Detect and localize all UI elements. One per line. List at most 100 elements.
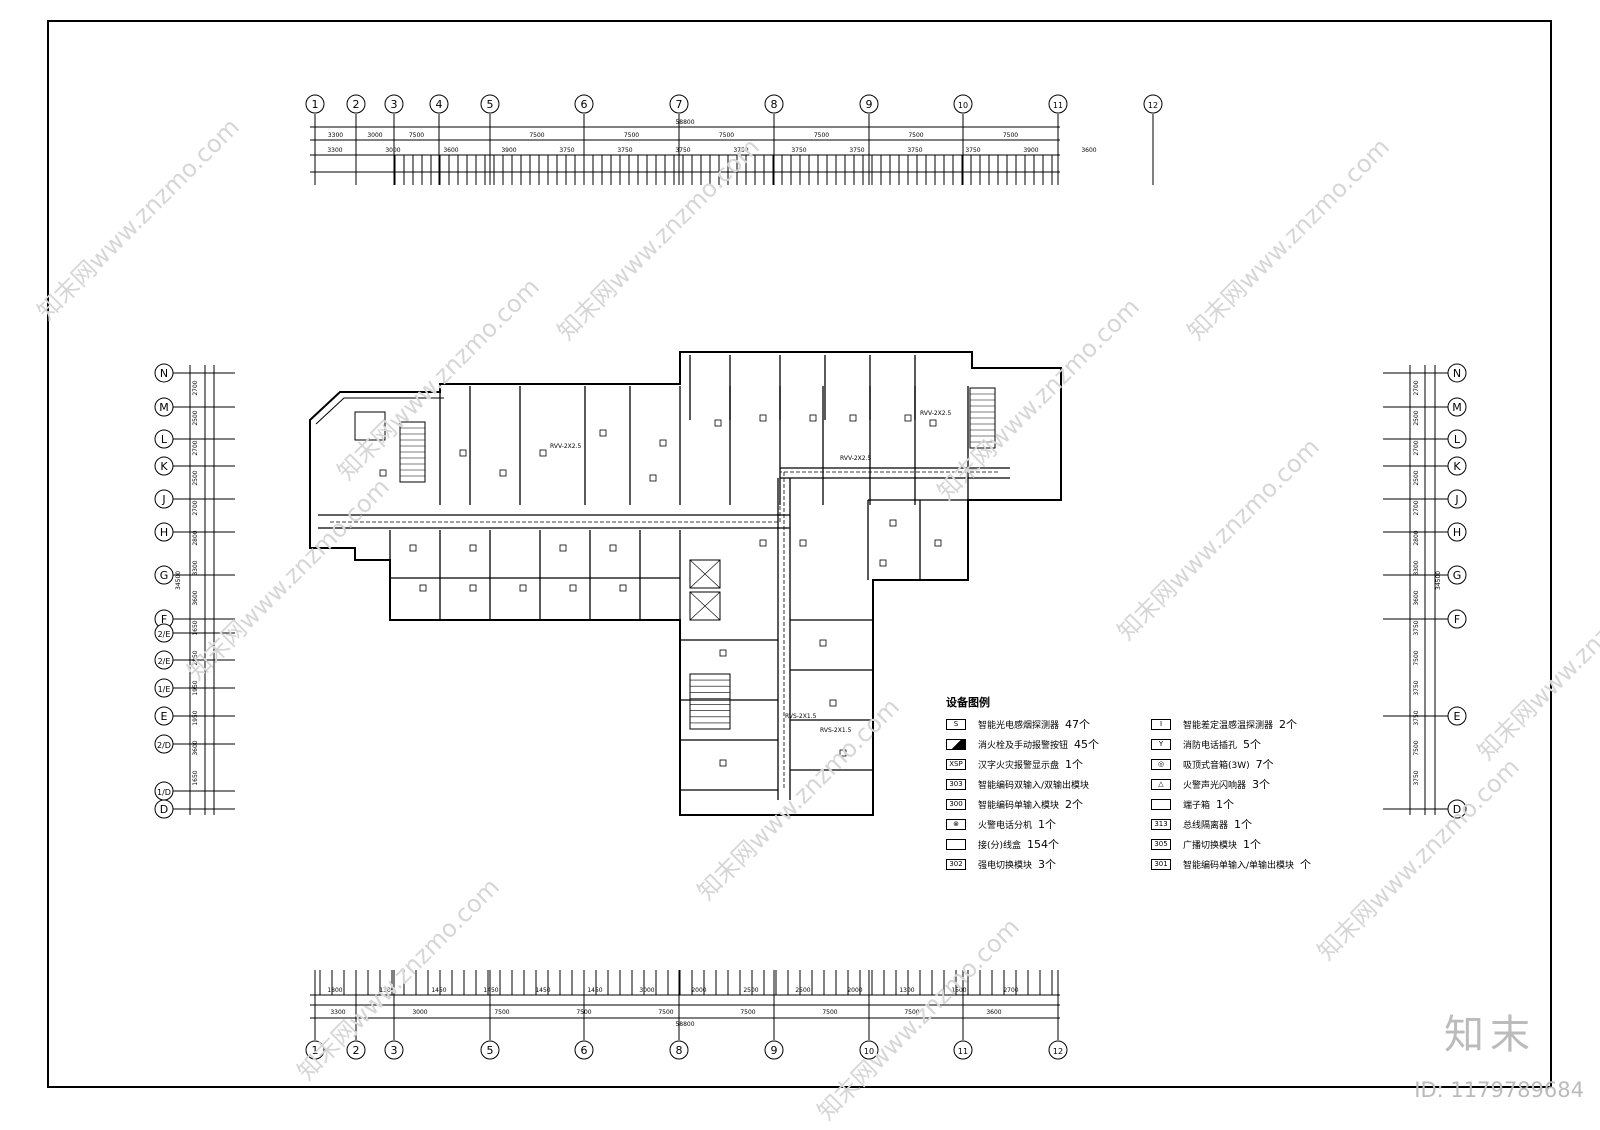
axis-bubble-right-H: H (1447, 522, 1467, 542)
dim-top-row1: 7500 (409, 132, 424, 139)
smoke-detector (649, 474, 657, 482)
smoke-detector (539, 449, 547, 457)
dim-left: 2500 (192, 410, 199, 425)
legend-symbol: I (1151, 718, 1171, 730)
legend-symbol (946, 738, 966, 750)
axis-bubble-right-N: N (1447, 363, 1467, 383)
smoke-detector (459, 449, 467, 457)
legend-name: 总线隔离器 (1183, 820, 1229, 831)
cable-label: RVV-2X2.5 (920, 410, 952, 417)
axis-label: J (1454, 493, 1458, 506)
dim-right: 7500 (1413, 650, 1420, 665)
legend-count: 47个 (1065, 718, 1091, 731)
legend-count: 2个 (1065, 798, 1084, 811)
dim-top-row2: 3900 (501, 147, 516, 154)
legend-name: 智能光电感烟探测器 (978, 720, 1060, 731)
smoke-detector (879, 559, 887, 567)
dim-bottom-row2: 1450 (431, 987, 446, 994)
axis-label: 2 (353, 1044, 360, 1057)
axis-bubble-left-N: N (154, 363, 174, 383)
axis-bubble-left-1/D: 1/D (154, 781, 174, 801)
dim-right: 2800 (1413, 530, 1420, 545)
legend-symbol: 300 (946, 798, 966, 810)
building-plan (309, 351, 1062, 816)
axis-bubble-right-F: F (1447, 609, 1467, 629)
axis-label: G (1453, 569, 1462, 582)
dim-left: 2700 (192, 380, 199, 395)
smoke-detector (819, 639, 827, 647)
dim-left: 2700 (192, 500, 199, 515)
dim-top-row1: 3300 (328, 132, 343, 139)
dim-left: 1950 (192, 710, 199, 725)
axis-bubble-left-M: M (154, 397, 174, 417)
stair-south (689, 673, 731, 730)
dim-left: 3600 (192, 740, 199, 755)
dim-right: 7500 (1413, 740, 1420, 755)
dim-bottom-row1: 7500 (494, 1009, 509, 1016)
axis-bubble-top-3: 3 (384, 94, 404, 114)
dim-bottom-row2: 1500 (951, 987, 966, 994)
legend-name: 智能编码单输入模块 (978, 800, 1060, 811)
dim-bottom-row2: 2000 (691, 987, 706, 994)
axis-bubble-top-9: 9 (859, 94, 879, 114)
smoke-detector (719, 759, 727, 767)
legend-title: 设备图例 (946, 696, 990, 709)
dim-top-row1: 7500 (908, 132, 923, 139)
legend-name: 火警电话分机 (978, 820, 1033, 831)
smoke-detector (714, 419, 722, 427)
legend-name: 强电切换模块 (978, 860, 1033, 871)
legend-count: 3个 (1252, 778, 1271, 791)
dim-bottom-row1: 3000 (412, 1009, 427, 1016)
axis-label: 10 (958, 101, 968, 110)
legend-symbol: 305 (1151, 838, 1171, 850)
axis-bubble-left-2/D: 2/D (154, 734, 174, 754)
axis-label: J (161, 493, 165, 506)
legend-item: ◎吸顶式音箱(3W)7个 (1151, 756, 1274, 772)
elevator-shaft (689, 559, 721, 589)
dim-right: 3750 (1413, 710, 1420, 725)
legend-count: 1个 (1243, 838, 1262, 851)
shaft-box (354, 411, 386, 441)
legend-count: 154个 (1027, 838, 1060, 851)
dim-bottom-row2: 1450 (535, 987, 550, 994)
cable-label: RVS-2X1.5 (820, 727, 852, 734)
axis-bubble-right-J: J (1447, 489, 1467, 509)
dim-bottom-row1: 7500 (822, 1009, 837, 1016)
elevator-shaft (689, 591, 721, 621)
smoke-detector (759, 539, 767, 547)
dim-bottom-row2: 2700 (1003, 987, 1018, 994)
axis-label: 4 (436, 98, 443, 111)
dim-top-row2: 3750 (733, 147, 748, 154)
axis-bubble-bottom-1: 1 (305, 1040, 325, 1060)
legend-name: 端子箱 (1183, 800, 1211, 811)
axis-label: 12 (1053, 1047, 1063, 1056)
smoke-detector (904, 414, 912, 422)
axis-bubble-right-D: D (1447, 799, 1467, 819)
dim-top-row1: 7500 (814, 132, 829, 139)
dim-right: 2700 (1413, 380, 1420, 395)
axis-bubble-top-2: 2 (346, 94, 366, 114)
smoke-detector (659, 439, 667, 447)
dim-total-bottom: 58800 (675, 1021, 694, 1028)
stair-west (399, 421, 426, 483)
dim-top-row2: 3750 (907, 147, 922, 154)
axis-bubble-bottom-6: 6 (574, 1040, 594, 1060)
axis-label: E (1454, 710, 1461, 723)
dim-right: 3300 (1413, 560, 1420, 575)
smoke-detector (419, 584, 427, 592)
legend-symbol: ⊗ (946, 818, 966, 830)
dim-right: 3750 (1413, 680, 1420, 695)
building-outline (309, 351, 1062, 816)
dim-bottom-row2: 2500 (795, 987, 810, 994)
legend-name: 智能差定温感温探测器 (1183, 720, 1274, 731)
dim-top-row2: 3750 (849, 147, 864, 154)
dim-bottom-row2: 2500 (743, 987, 758, 994)
